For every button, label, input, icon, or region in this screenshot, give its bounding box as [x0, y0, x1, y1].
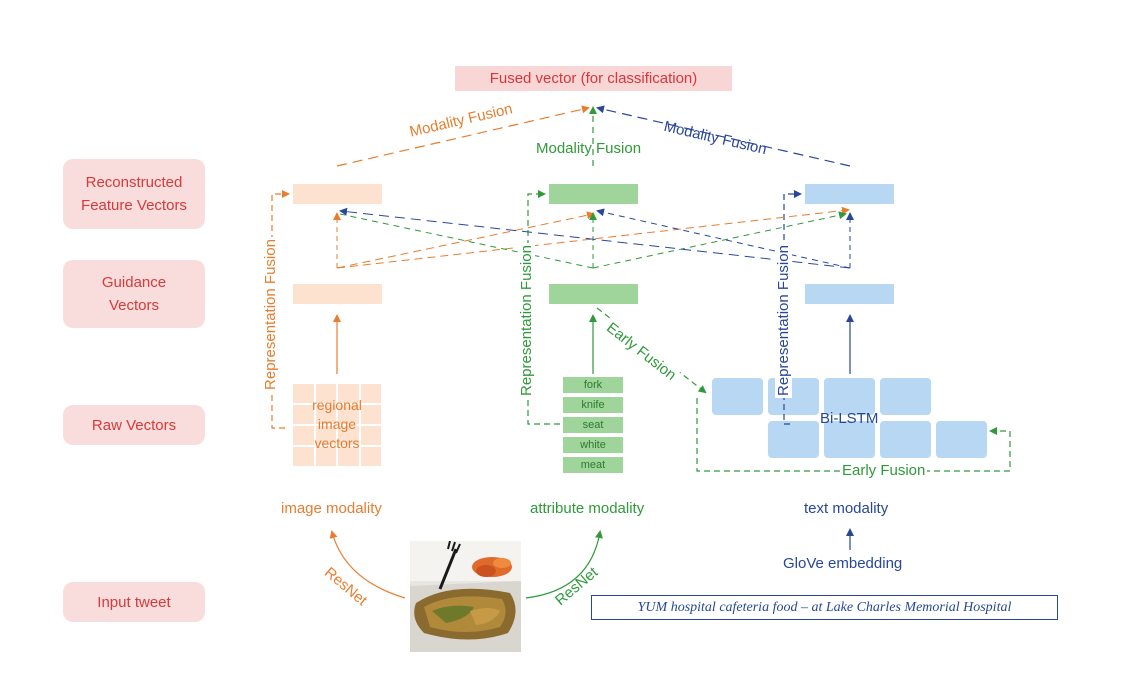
bilstm-cell: [880, 421, 931, 458]
reconstructed-image-vector: [293, 184, 382, 204]
row-label-reconstructed-feature-vectors: Reconstructed Feature Vectors: [63, 159, 205, 229]
bilstm-cell: [712, 378, 763, 415]
attribute-item: seat: [563, 417, 623, 433]
tweet-text-box: YUM hospital cafeteria food – at Lake Ch…: [591, 595, 1058, 620]
representation-fusion-label-image: Representation Fusion: [262, 237, 279, 392]
guidance-attribute-vector: [549, 284, 638, 304]
attribute-item: white: [563, 437, 623, 453]
bilstm-cell: [936, 421, 987, 458]
glove-embedding-label: GloVe embedding: [783, 555, 903, 572]
attribute-item: fork: [563, 377, 623, 393]
image-modality-label: image modality: [281, 500, 382, 517]
guidance-image-vector: [293, 284, 382, 304]
modality-fusion-label-attribute: Modality Fusion: [536, 140, 642, 157]
attribute-item: meat: [563, 457, 623, 473]
text-modality-label: text modality: [804, 500, 889, 517]
regional-image-vectors-label: regional image vectors: [312, 397, 362, 451]
attribute-item: knife: [563, 397, 623, 413]
row-label-raw-vectors: Raw Vectors: [63, 405, 205, 445]
food-photo-image: [410, 541, 521, 652]
row-label-input-tweet: Input tweet: [63, 582, 205, 622]
reconstructed-attribute-vector: [549, 184, 638, 204]
bilstm-cell: [824, 421, 875, 458]
regional-image-vectors-grid: [293, 384, 381, 466]
attribute-list: fork knife seat white meat: [563, 377, 623, 477]
row-label-guidance-vectors: Guidance Vectors: [63, 260, 205, 328]
attribute-modality-label: attribute modality: [530, 500, 645, 517]
bilstm-label: Bi-LSTM: [820, 410, 879, 427]
fused-vector-box: Fused vector (for classification): [455, 66, 732, 91]
reconstructed-text-vector: [805, 184, 894, 204]
early-fusion-label-bottom: Early Fusion: [840, 462, 928, 479]
bilstm-cell: [880, 378, 931, 415]
bilstm-cell: [824, 378, 875, 415]
bilstm-cell: [768, 421, 819, 458]
representation-fusion-label-text: Representation Fusion: [775, 243, 792, 398]
representation-fusion-label-attribute: Representation Fusion: [518, 243, 535, 398]
guidance-text-vector: [805, 284, 894, 304]
